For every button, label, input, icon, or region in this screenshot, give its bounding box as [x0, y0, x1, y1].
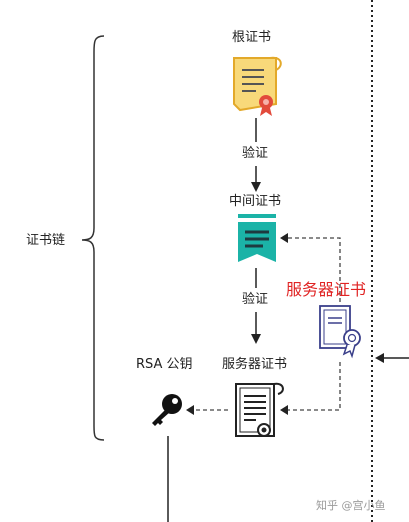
dashed-to-intermediate: [288, 237, 341, 302]
server-cert-label-red: 服务器证书: [286, 280, 367, 299]
root-cert-label: 根证书: [232, 30, 272, 45]
server-cert-label: 服务器证书: [222, 357, 288, 372]
server-cert-outline-icon: [319, 305, 361, 359]
root-cert-icon: [233, 56, 282, 116]
chain-label: 证书链: [26, 233, 66, 248]
arrow-root-head: [251, 182, 261, 192]
dashed-to-server: [288, 362, 341, 411]
dashed-to-key-head: [186, 405, 194, 415]
incoming-arrow-head: [375, 353, 384, 363]
rsa-public-key-label: RSA 公钥: [136, 357, 193, 372]
server-cert-icon: [235, 382, 284, 437]
dashed-to-server-head: [280, 405, 288, 415]
chain-brace: [81, 35, 105, 441]
arrow-mid-head: [251, 334, 261, 344]
intermediate-cert-icon: [238, 214, 276, 262]
verify-label-1: 验证: [242, 146, 269, 161]
intermediate-cert-label: 中间证书: [229, 194, 282, 209]
key-icon: [152, 394, 182, 426]
dashed-to-intermediate-head: [280, 233, 288, 243]
watermark: 知乎 @宫小鱼: [316, 499, 386, 512]
verify-label-2: 验证: [242, 292, 269, 307]
